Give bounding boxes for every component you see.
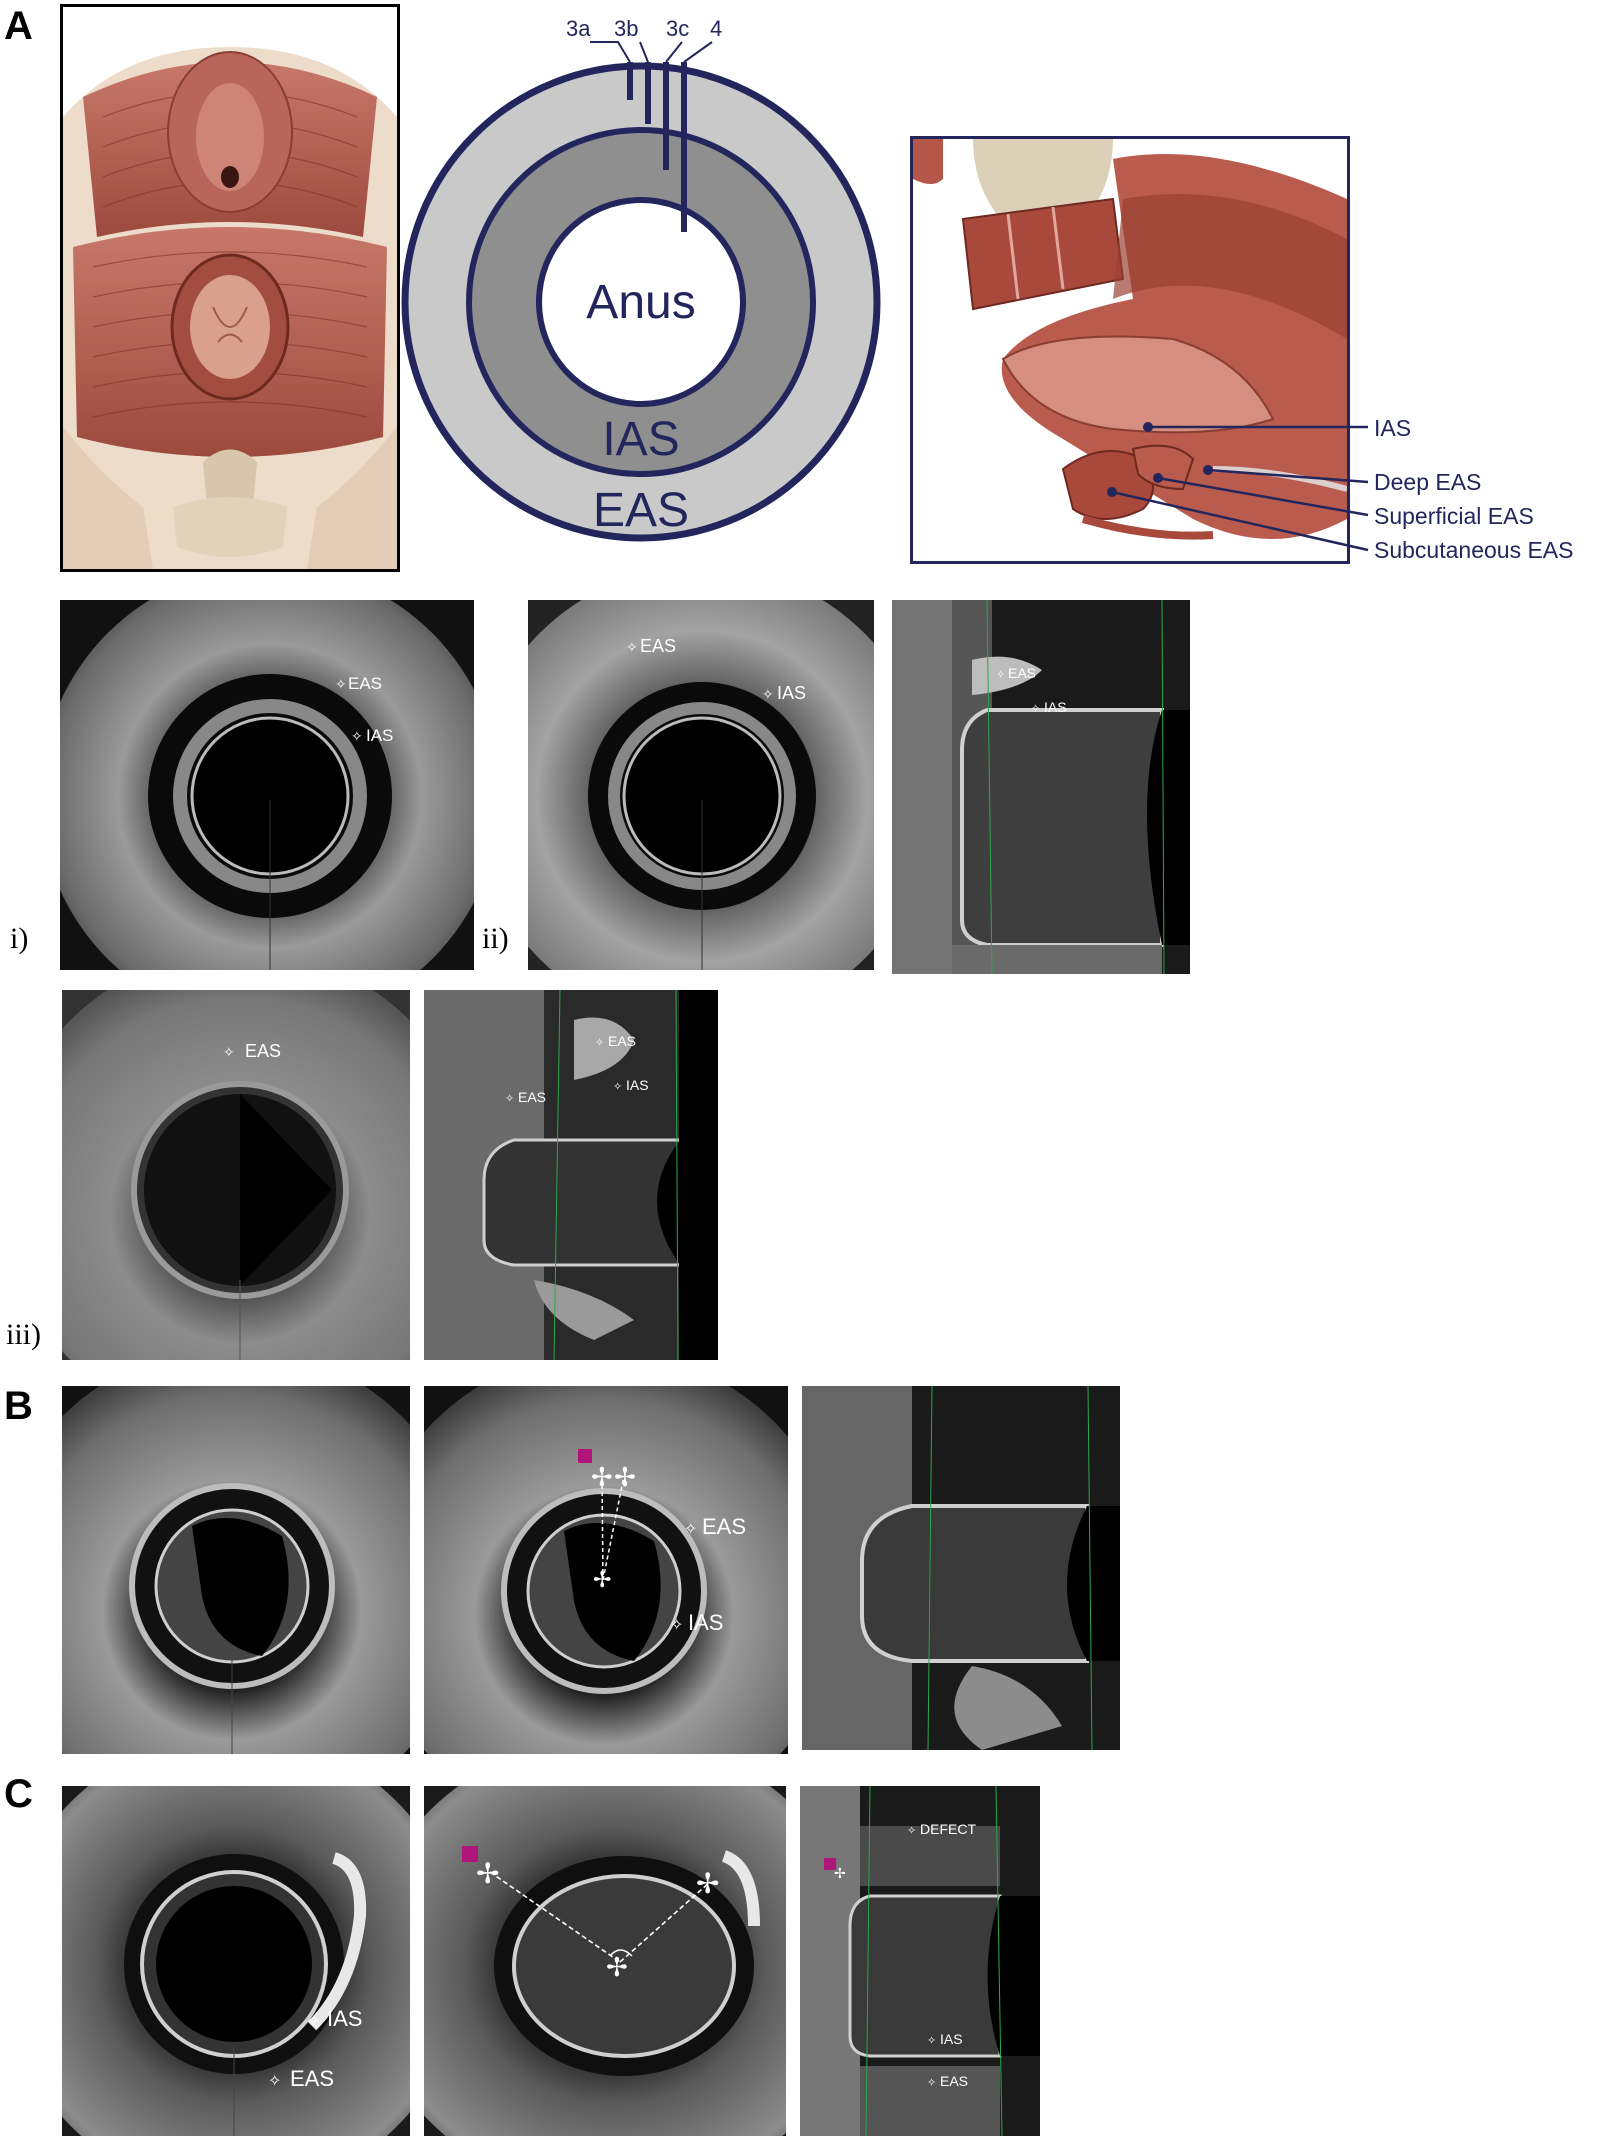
sagittal-label-superficial-eas: Superficial EAS (1374, 503, 1534, 529)
ultrasound-sagittal-iii: EAS ✧ EAS ✧ IAS ✧ (424, 990, 718, 1360)
tear-grade-3c: 3c (666, 16, 689, 41)
us-ii-ias-label: IAS (777, 683, 806, 703)
svg-text:✢: ✢ (606, 1952, 628, 1982)
us-c-sag-ias-label: IAS (940, 2031, 963, 2047)
sagittal-label-subcutaneous-eas: Subcutaneous EAS (1374, 537, 1573, 563)
panel-label-a: A (4, 4, 33, 48)
svg-text:✧: ✧ (613, 1081, 622, 1093)
sagittal-labels: IAS Deep EAS Superficial EAS Subcutaneou… (1107, 415, 1573, 563)
svg-text:✧: ✧ (907, 1825, 916, 1837)
ultrasound-axial-ii: EAS ✧ IAS ✧ (528, 600, 874, 970)
ultrasound-axial-i: EAS ✧ IAS ✧ (60, 600, 474, 970)
svg-text:✧: ✧ (223, 1044, 235, 1060)
us-b-ias-label: IAS (688, 1610, 723, 1635)
svg-text:✧: ✧ (1031, 703, 1040, 715)
ultrasound-axial-iii: EAS ✧ (62, 990, 410, 1360)
us-iii-sag-eas-top-label: EAS (608, 1033, 636, 1049)
ultrasound-b-axial-1 (62, 1386, 410, 1754)
sagittal-label-deep-eas: Deep EAS (1374, 469, 1481, 495)
svg-text:✢: ✢ (476, 1858, 499, 1889)
marker-square (462, 1846, 478, 1862)
sublabel-i: i) (10, 922, 29, 955)
ultrasound-c-sagittal: ✢ DEFECT ✧ IAS ✧ EAS ✧ (800, 1786, 1040, 2136)
svg-text:✧: ✧ (684, 1521, 697, 1538)
marker-square (824, 1858, 836, 1870)
center-anus (536, 197, 746, 407)
svg-text:✧: ✧ (996, 669, 1005, 681)
svg-text:✢: ✢ (696, 1868, 719, 1899)
ultrasound-b-axial-2: ✢ ✢ ✢ EAS ✧ IAS ✧ (424, 1386, 788, 1754)
us-iii-sag-eas-left-label: EAS (518, 1089, 546, 1105)
svg-text:✧: ✧ (927, 2077, 936, 2089)
panel-label-b: B (4, 1384, 33, 1428)
us-ii-eas-label: EAS (640, 636, 676, 656)
svg-text:✢: ✢ (591, 1462, 613, 1492)
sagittal-label-ias: IAS (1374, 415, 1411, 441)
us-i-ias-label: IAS (366, 726, 393, 745)
svg-text:✧: ✧ (595, 1037, 604, 1049)
us-ii-sag-ias-label: IAS (1044, 699, 1067, 715)
sagittal-illustration (910, 136, 1350, 564)
us-c-sag-eas-label: EAS (940, 2073, 968, 2089)
svg-text:✧: ✧ (626, 639, 638, 655)
svg-text:✢: ✢ (834, 1865, 846, 1881)
svg-text:✧: ✧ (307, 2013, 320, 2030)
us-iii-sag-ias-label: IAS (626, 1077, 649, 1093)
svg-text:✧: ✧ (335, 676, 347, 692)
tear-grade-lines (627, 62, 687, 232)
sphincter-ring-diagram: 3a 3b 3c 4 Anus IAS EAS (400, 0, 920, 560)
tear-grade-3b: 3b (614, 16, 638, 41)
tear-grade-3a: 3a (566, 16, 591, 41)
anus-label: Anus (586, 276, 695, 329)
us-b-eas-label: EAS (702, 1514, 746, 1539)
marker-square (578, 1449, 592, 1463)
us-c-ias-label: IAS (327, 2006, 362, 2031)
ias-label: IAS (602, 413, 679, 466)
ultrasound-sagittal-ii: EAS ✧ IAS ✧ (892, 600, 1190, 974)
sublabel-ii: ii) (482, 922, 509, 955)
eas-label: EAS (593, 484, 689, 537)
us-ii-sag-eas-label: EAS (1008, 665, 1036, 681)
tear-grade-4: 4 (710, 16, 722, 41)
us-i-eas-label: EAS (348, 674, 382, 693)
svg-text:✧: ✧ (927, 2035, 936, 2047)
perineum-illustration (60, 4, 400, 572)
ultrasound-c-axial-2: ✢ ✢ ✢ (424, 1786, 786, 2136)
panel-label-c: C (4, 1772, 33, 1816)
svg-text:✧: ✧ (351, 728, 363, 744)
us-c-defect-label: DEFECT (920, 1821, 976, 1837)
ultrasound-b-sagittal (802, 1386, 1120, 1750)
svg-text:✧: ✧ (670, 1617, 683, 1634)
svg-text:✢: ✢ (614, 1462, 636, 1492)
svg-text:✧: ✧ (268, 2073, 281, 2090)
us-iii-eas-label: EAS (245, 1041, 281, 1061)
svg-text:✧: ✧ (505, 1093, 514, 1105)
sublabel-iii: iii) (6, 1318, 41, 1351)
svg-text:✢: ✢ (593, 1567, 611, 1592)
us-c-eas-label: EAS (290, 2066, 334, 2091)
svg-text:✧: ✧ (762, 686, 774, 702)
ultrasound-c-axial-1: IAS ✧ EAS ✧ (62, 1786, 410, 2136)
